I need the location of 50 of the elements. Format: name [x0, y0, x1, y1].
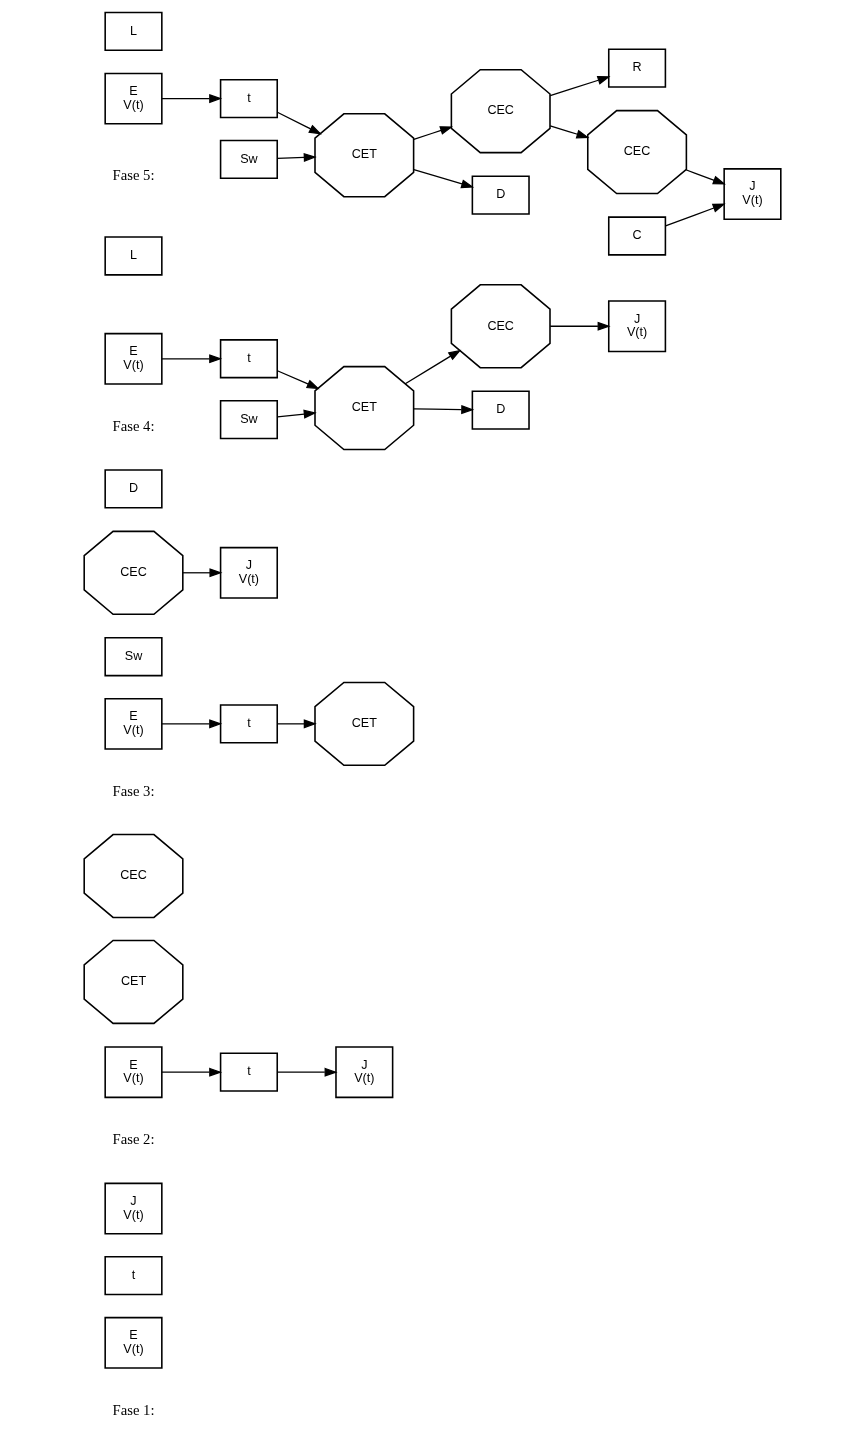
arrow — [276, 1067, 338, 1077]
arrow — [549, 75, 611, 97]
node-box: J V(t) — [722, 168, 782, 221]
node-box: t — [219, 78, 278, 119]
node-box: t — [219, 1052, 278, 1092]
arrow — [664, 203, 726, 227]
label: Fase 3: — [112, 782, 154, 799]
label: Fase 5: — [112, 167, 154, 184]
arrow — [412, 169, 474, 189]
node-box: E V(t) — [103, 1316, 163, 1369]
node-box: J V(t) — [103, 1182, 163, 1235]
node-box: Sw — [219, 399, 278, 440]
node-box: C — [607, 216, 666, 256]
arrow — [276, 111, 322, 135]
node-box: E V(t) — [103, 1046, 163, 1099]
node-box: L — [103, 236, 163, 276]
arrow — [160, 719, 222, 729]
arrow — [404, 349, 461, 385]
node-box: D — [471, 390, 530, 430]
node-box: t — [219, 339, 278, 379]
node-box: D — [103, 469, 163, 509]
arrow — [276, 370, 320, 390]
node-box: t — [103, 1256, 163, 1296]
node-box: L — [103, 11, 163, 52]
label: Fase 1: — [112, 1401, 154, 1418]
node-box: J V(t) — [219, 546, 278, 599]
node-box: D — [471, 175, 530, 215]
arrow — [684, 169, 726, 185]
label: Fase 2: — [112, 1131, 154, 1148]
arrow — [181, 568, 222, 578]
node-box: Sw — [103, 637, 163, 677]
arrow — [160, 354, 222, 364]
arrow — [412, 405, 474, 415]
node-box: t — [219, 704, 278, 744]
node-box: Sw — [219, 139, 278, 180]
arrow — [276, 719, 317, 729]
label: Fase 4: — [112, 417, 154, 434]
node-box: E V(t) — [103, 697, 163, 750]
node-box: E V(t) — [103, 72, 163, 125]
arrow — [549, 321, 611, 331]
node-box: E V(t) — [103, 332, 163, 385]
node-box: J V(t) — [607, 300, 666, 353]
node-box: J V(t) — [334, 1046, 393, 1099]
arrow — [549, 125, 589, 139]
arrow — [160, 1067, 222, 1077]
node-box: R — [607, 48, 666, 88]
arrow — [276, 409, 317, 419]
arrow — [160, 94, 222, 104]
arrow — [412, 126, 453, 140]
arrow — [276, 152, 317, 162]
